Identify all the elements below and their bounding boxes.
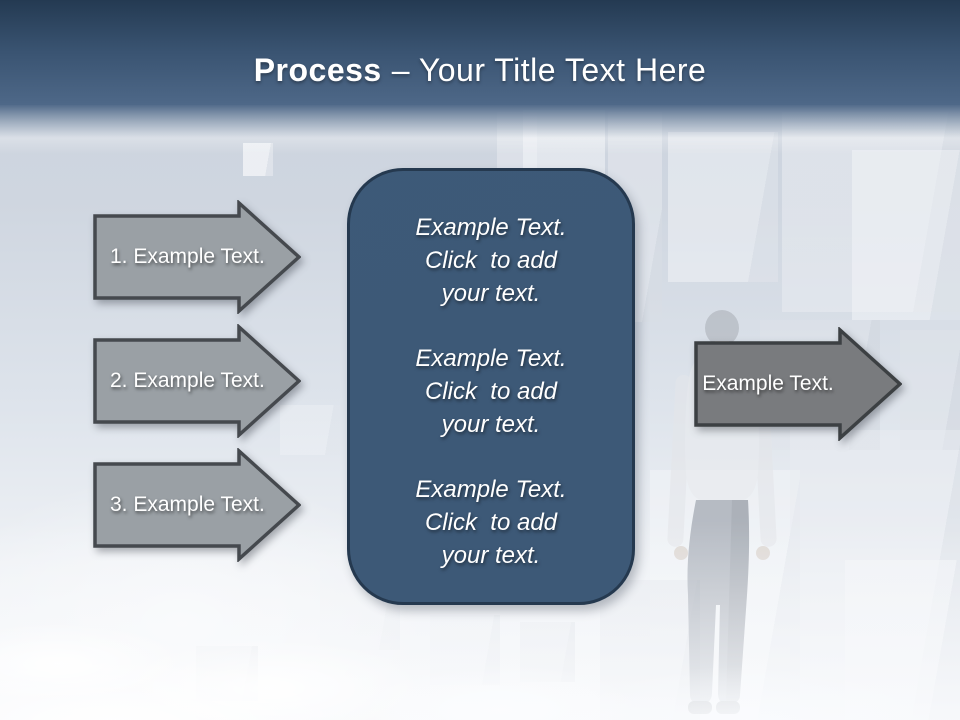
arrow-right-shape — [93, 324, 301, 438]
title-emphasis: Process — [253, 52, 382, 88]
arrow-right-shape — [93, 200, 301, 314]
background-cube — [668, 132, 778, 282]
arrow-right-shape — [93, 448, 301, 562]
arrow-right-shape — [694, 327, 902, 441]
process-arrow-2[interactable]: 2. Example Text. — [93, 324, 301, 438]
arrow-label: 3. Example Text. — [110, 493, 265, 516]
header-fade — [0, 104, 960, 138]
panel-text-block[interactable]: Example Text. Click to add your text. — [415, 345, 567, 438]
panel-text-block[interactable]: Example Text. Click to add your text. — [415, 214, 567, 307]
slide-title[interactable]: Process – Your Title Text Here — [254, 50, 707, 105]
arrow-label: Example Text. — [702, 372, 834, 395]
process-arrow-3[interactable]: 3. Example Text. — [93, 448, 301, 562]
process-arrow-1[interactable]: 1. Example Text. — [93, 200, 301, 314]
panel-text-block[interactable]: Example Text. Click to add your text. — [415, 476, 567, 569]
output-arrow[interactable]: Example Text. — [694, 327, 902, 441]
arrow-label: 2. Example Text. — [110, 369, 265, 392]
background-cube — [852, 150, 960, 320]
header-bar: Process – Your Title Text Here — [0, 0, 960, 105]
arrow-label: 1. Example Text. — [110, 245, 265, 268]
title-rest: – Your Title Text Here — [391, 52, 707, 88]
center-text-panel[interactable]: Example Text. Click to add your text. Ex… — [347, 168, 635, 605]
